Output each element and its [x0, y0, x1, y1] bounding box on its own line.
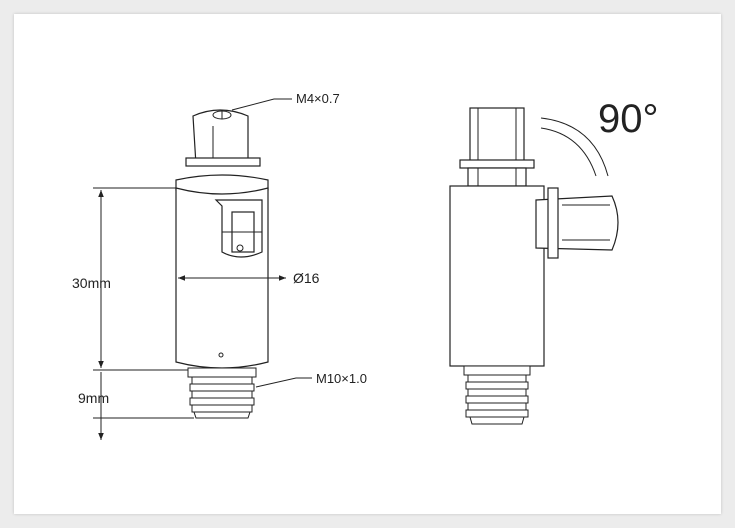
side-arm-collar	[547, 187, 559, 259]
side-body	[449, 185, 545, 367]
side-threaded-stud	[463, 365, 531, 425]
front-view: M4×0.7 M10×1.0 Ø16 30mm 9mm	[72, 91, 367, 440]
leader-bottom	[255, 377, 312, 388]
leader-top	[231, 98, 292, 111]
threaded-stud	[187, 367, 257, 419]
drawing-sheet: M4×0.7 M10×1.0 Ø16 30mm 9mm 90°	[14, 14, 721, 514]
side-view: 90°	[449, 97, 659, 425]
label-thread: 9mm	[78, 390, 109, 406]
callout-m4: M4×0.7	[296, 91, 340, 106]
rotation-arc-2	[540, 127, 597, 177]
top-head	[192, 109, 249, 166]
rotation-arc-1	[540, 117, 609, 177]
label-angle: 90°	[598, 97, 659, 141]
label-diameter: Ø16	[293, 270, 320, 286]
collar	[185, 157, 261, 167]
body-mark	[218, 352, 224, 358]
label-length: 30mm	[72, 275, 111, 291]
callout-m10: M10×1.0	[316, 371, 367, 386]
side-collar	[459, 159, 535, 169]
slot-pin	[236, 244, 244, 252]
side-neck	[467, 167, 527, 187]
